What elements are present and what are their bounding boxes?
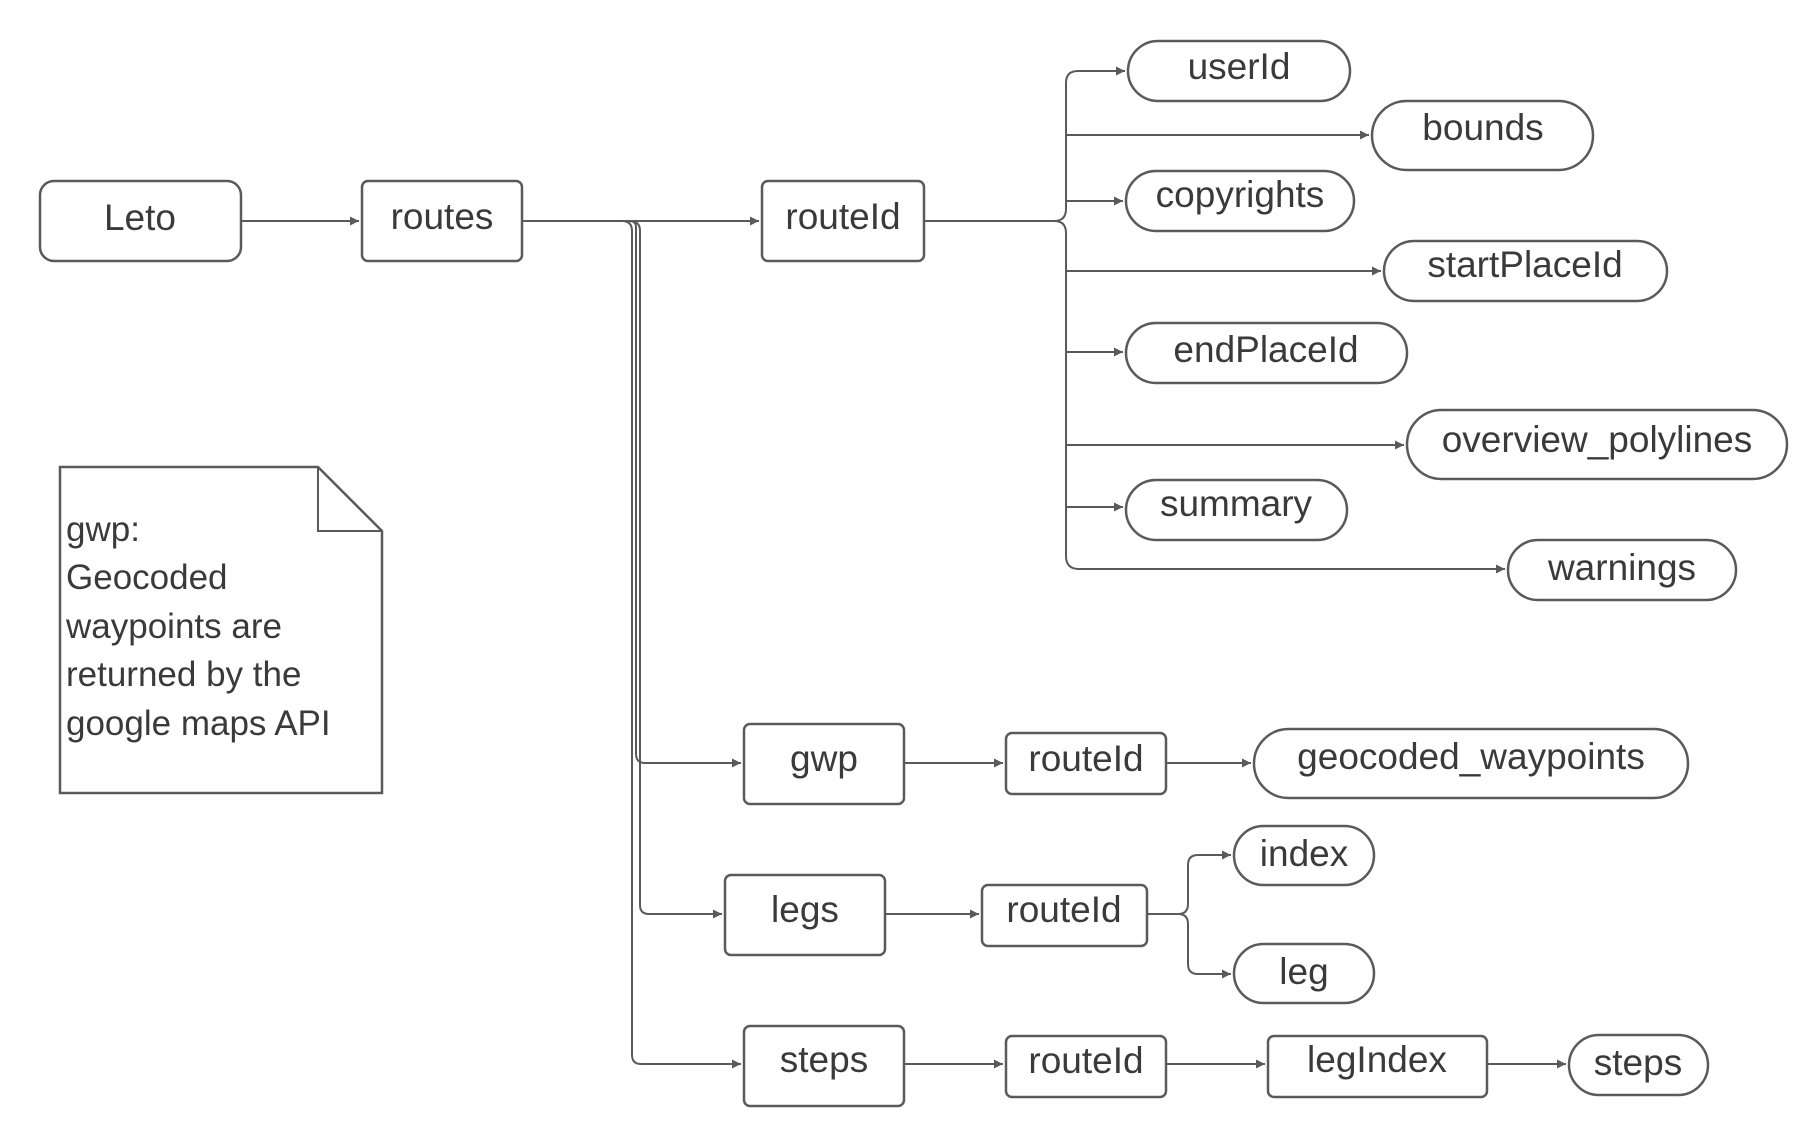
node-geocoded-waypoints-label: geocoded_waypoints bbox=[1297, 736, 1645, 777]
node-bounds-label: bounds bbox=[1422, 107, 1543, 148]
node-overview-polylines: overview_polylines bbox=[1405, 408, 1789, 481]
node-summary-label: summary bbox=[1160, 483, 1313, 524]
node-legs-routeid: routeId bbox=[980, 883, 1149, 948]
node-copyrights: copyrights bbox=[1124, 169, 1356, 233]
node-endplaceid: endPlaceId bbox=[1124, 321, 1409, 385]
note-card: gwp: Geocoded waypoints are returned by … bbox=[58, 465, 384, 795]
node-leto: Leto bbox=[38, 179, 243, 263]
node-steps-routeid: routeId bbox=[1004, 1034, 1168, 1099]
node-steps-leaf: steps bbox=[1567, 1033, 1710, 1097]
edge-routeid-userid bbox=[924, 66, 1125, 222]
node-steps-leaf-label: steps bbox=[1594, 1042, 1682, 1083]
node-routes: routes bbox=[360, 179, 524, 263]
note-line-5: google maps API bbox=[66, 704, 331, 743]
node-legindex: legIndex bbox=[1266, 1034, 1489, 1099]
note-line-2: Geocoded bbox=[66, 558, 228, 597]
edge-routes-gwp bbox=[629, 220, 741, 768]
note-line-1: gwp: bbox=[66, 510, 140, 549]
node-steps: steps bbox=[742, 1024, 906, 1108]
node-leto-label: Leto bbox=[104, 197, 176, 238]
node-userid: userId bbox=[1126, 39, 1352, 103]
node-gwp-label: gwp bbox=[790, 738, 858, 779]
node-routeid-main: routeId bbox=[760, 179, 926, 263]
node-startplaceid-label: startPlaceId bbox=[1427, 244, 1622, 285]
edges bbox=[241, 66, 1566, 1069]
node-leg-label: leg bbox=[1279, 951, 1328, 992]
node-bounds: bounds bbox=[1370, 99, 1595, 172]
node-legs: legs bbox=[723, 873, 887, 957]
node-gwp: gwp bbox=[742, 722, 906, 806]
node-gwp-routeid-label: routeId bbox=[1028, 738, 1143, 779]
node-gwp-routeid: routeId bbox=[1004, 731, 1168, 796]
node-legindex-label: legIndex bbox=[1307, 1039, 1447, 1080]
node-userid-label: userId bbox=[1188, 46, 1291, 87]
node-summary: summary bbox=[1124, 478, 1349, 542]
edge-routes-steps bbox=[621, 220, 741, 1069]
node-index: index bbox=[1232, 824, 1376, 887]
node-routes-label: routes bbox=[391, 196, 494, 237]
node-legs-routeid-label: routeId bbox=[1006, 889, 1121, 930]
node-leg: leg bbox=[1232, 942, 1376, 1005]
node-endplaceid-label: endPlaceId bbox=[1173, 329, 1358, 370]
node-startplaceid: startPlaceId bbox=[1382, 239, 1669, 303]
note-line-4: returned by the bbox=[66, 655, 301, 694]
node-warnings: warnings bbox=[1506, 538, 1738, 602]
node-overview-polylines-label: overview_polylines bbox=[1442, 419, 1753, 460]
node-steps-label: steps bbox=[780, 1039, 868, 1080]
node-routeid-main-label: routeId bbox=[785, 196, 900, 237]
edge-routeid-warnings bbox=[1053, 220, 1505, 574]
edge-legs-routeid-leg bbox=[1177, 913, 1231, 979]
edge-legs-routeid-index bbox=[1147, 850, 1231, 915]
node-geocoded-waypoints: geocoded_waypoints bbox=[1252, 727, 1690, 800]
node-legs-label: legs bbox=[771, 889, 839, 930]
node-index-label: index bbox=[1260, 833, 1349, 874]
edge-routes-legs bbox=[629, 220, 722, 919]
node-warnings-label: warnings bbox=[1547, 547, 1696, 588]
node-steps-routeid-label: routeId bbox=[1028, 1040, 1143, 1081]
note-line-3: waypoints are bbox=[65, 607, 282, 646]
node-copyrights-label: copyrights bbox=[1156, 174, 1325, 215]
